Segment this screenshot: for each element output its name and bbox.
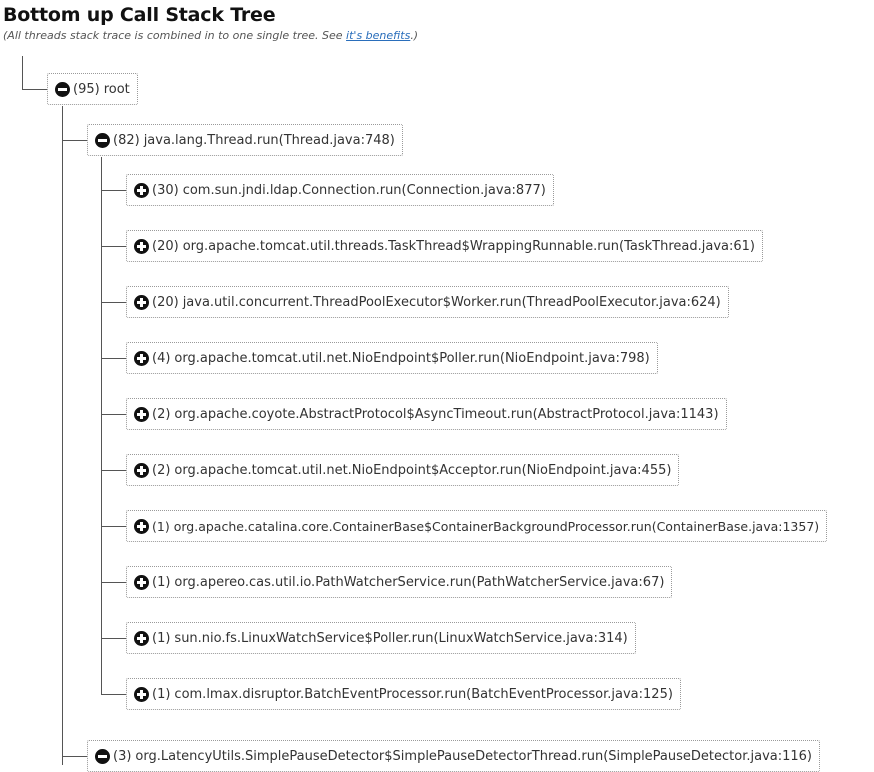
node-label: org.apache.tomcat.util.net.NioEndpoint$P… <box>174 350 650 366</box>
expand-icon[interactable] <box>134 350 149 366</box>
tree-node[interactable]: (1) org.apache.catalina.core.ContainerBa… <box>126 510 828 542</box>
node-label: org.LatencyUtils.SimplePauseDetector$Sim… <box>135 748 812 764</box>
node-label: java.lang.Thread.run(Thread.java:748) <box>143 132 395 148</box>
tree-node[interactable]: (4) org.apache.tomcat.util.net.NioEndpoi… <box>126 342 658 374</box>
collapse-icon[interactable] <box>95 132 110 148</box>
node-count: (1) <box>152 518 170 534</box>
tree-line <box>101 526 126 527</box>
tree-line <box>22 56 23 89</box>
expand-icon[interactable] <box>134 574 149 590</box>
tree-node[interactable]: (1) com.lmax.disruptor.BatchEventProcess… <box>126 678 681 710</box>
node-label: org.apereo.cas.util.io.PathWatcherServic… <box>174 574 665 590</box>
tree-line <box>101 302 126 303</box>
subtitle-prefix: (All threads stack trace is combined in … <box>3 29 347 42</box>
tree-line <box>101 638 126 639</box>
collapse-icon[interactable] <box>55 81 70 97</box>
tree-node-thread-run[interactable]: (82) java.lang.Thread.run(Thread.java:74… <box>87 124 403 156</box>
collapse-icon[interactable] <box>95 748 110 764</box>
expand-icon[interactable] <box>134 294 149 310</box>
tree-line <box>62 756 87 757</box>
expand-icon[interactable] <box>134 686 149 702</box>
tree-line <box>62 106 63 765</box>
expand-icon[interactable] <box>134 630 149 646</box>
expand-icon[interactable] <box>134 406 149 422</box>
tree-node[interactable]: (2) org.apache.coyote.AbstractProtocol$A… <box>126 398 727 430</box>
expand-icon[interactable] <box>134 238 149 254</box>
node-count: (95) <box>73 81 100 97</box>
node-label: root <box>103 81 130 97</box>
tree-line <box>101 470 126 471</box>
tree-line <box>101 190 126 191</box>
node-count: (2) <box>152 462 171 478</box>
expand-icon[interactable] <box>134 182 149 198</box>
tree-line <box>101 358 126 359</box>
tree-line <box>101 582 126 583</box>
node-count: (2) <box>152 406 171 422</box>
node-count: (20) <box>152 294 179 310</box>
node-count: (1) <box>152 630 171 646</box>
node-count: (20) <box>152 238 179 254</box>
tree-node[interactable]: (1) sun.nio.fs.LinuxWatchService$Poller.… <box>126 622 636 654</box>
node-count: (1) <box>152 686 171 702</box>
tree-line <box>101 157 102 695</box>
node-label: org.apache.tomcat.util.threads.TaskThrea… <box>182 238 755 254</box>
node-label: com.sun.jndi.ldap.Connection.run(Connect… <box>182 182 546 198</box>
node-label: java.util.concurrent.ThreadPoolExecutor$… <box>182 294 721 310</box>
tree-line <box>101 246 126 247</box>
tree-node-pause-detector[interactable]: (3) org.LatencyUtils.SimplePauseDetector… <box>87 740 820 772</box>
node-count: (30) <box>152 182 179 198</box>
node-label: org.apache.catalina.core.ContainerBase$C… <box>173 518 820 534</box>
node-label: com.lmax.disruptor.BatchEventProcessor.r… <box>174 686 673 702</box>
node-count: (1) <box>152 574 171 590</box>
page-subtitle: (All threads stack trace is combined in … <box>3 29 418 42</box>
expand-icon[interactable] <box>134 518 149 534</box>
node-count: (82) <box>113 132 140 148</box>
node-count: (3) <box>113 748 132 764</box>
node-count: (4) <box>152 350 171 366</box>
benefits-link[interactable]: it's benefits <box>346 29 411 42</box>
tree-line <box>22 89 47 90</box>
node-label: org.apache.coyote.AbstractProtocol$Async… <box>174 406 719 422</box>
subtitle-suffix: .) <box>410 29 419 42</box>
tree-node[interactable]: (1) org.apereo.cas.util.io.PathWatcherSe… <box>126 566 673 598</box>
tree-line <box>101 414 126 415</box>
tree-node[interactable]: (30) com.sun.jndi.ldap.Connection.run(Co… <box>126 174 554 206</box>
tree-line <box>101 694 126 695</box>
expand-icon[interactable] <box>134 462 149 478</box>
tree-node[interactable]: (20) org.apache.tomcat.util.threads.Task… <box>126 230 763 262</box>
page-title: Bottom up Call Stack Tree <box>3 4 276 26</box>
tree-line <box>62 140 87 141</box>
tree-node[interactable]: (2) org.apache.tomcat.util.net.NioEndpoi… <box>126 454 680 486</box>
node-label: sun.nio.fs.LinuxWatchService$Poller.run(… <box>174 630 628 646</box>
node-label: org.apache.tomcat.util.net.NioEndpoint$A… <box>174 462 672 478</box>
tree-node[interactable]: (20) java.util.concurrent.ThreadPoolExec… <box>126 286 729 318</box>
tree-node-root[interactable]: (95) root <box>47 73 138 105</box>
